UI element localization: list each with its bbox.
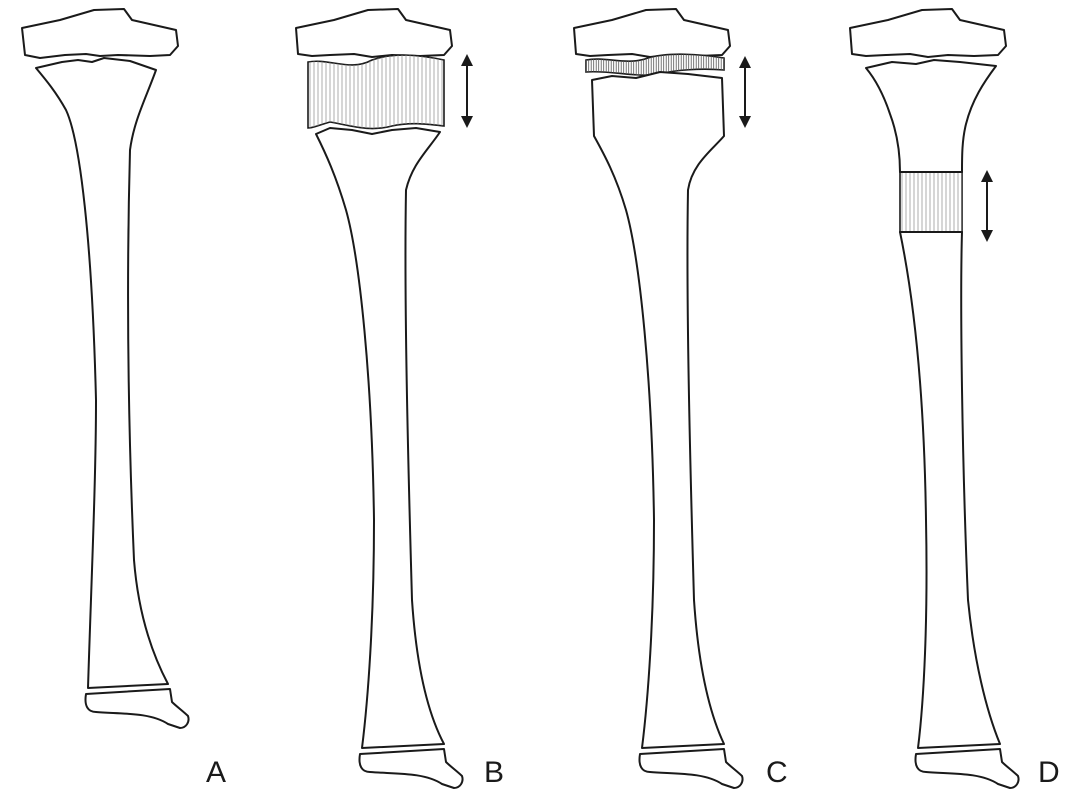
- panel-d: [850, 9, 1019, 788]
- panel-b: [296, 9, 473, 788]
- panel-label-d: D: [1038, 756, 1060, 789]
- distraction-arrow: [739, 56, 751, 128]
- proximal-epiphysis: [574, 9, 730, 57]
- distraction-arrow: [981, 170, 993, 242]
- proximal-epiphysis: [296, 9, 452, 57]
- tibia-shaft: [316, 128, 444, 748]
- distal-epiphysis: [359, 749, 462, 788]
- proximal-epiphysis: [850, 9, 1006, 57]
- panel-label-a: A: [206, 756, 226, 789]
- distal-epiphysis: [915, 749, 1018, 788]
- distal-epiphysis: [639, 749, 742, 788]
- panel-a: [22, 9, 189, 728]
- panel-label-b: B: [484, 756, 504, 789]
- distal-epiphysis: [85, 689, 188, 728]
- proximal-epiphysis: [22, 9, 178, 58]
- distraction-arrow: [461, 54, 473, 128]
- tibia-shaft: [36, 58, 168, 688]
- tibia-shaft: [592, 72, 724, 748]
- panel-label-c: C: [766, 756, 788, 789]
- metaphysis: [866, 60, 996, 172]
- panel-c: [574, 9, 751, 788]
- tibia-shaft: [900, 232, 1000, 748]
